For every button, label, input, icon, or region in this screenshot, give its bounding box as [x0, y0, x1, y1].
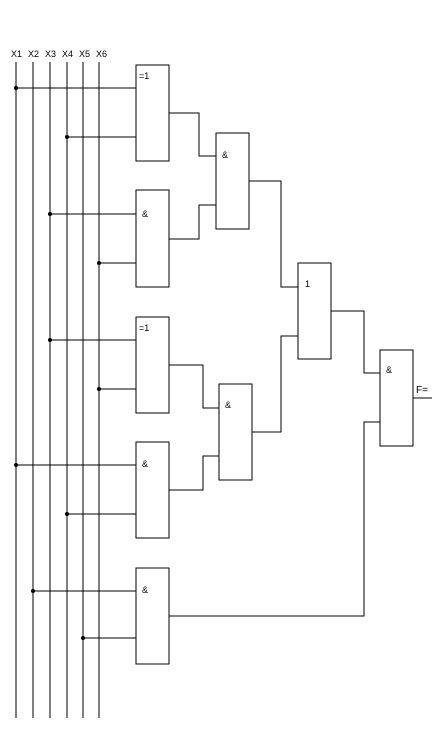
gate-3-label: & [222, 150, 228, 160]
gate-2-label: & [142, 209, 148, 219]
gate-9-label: & [386, 365, 392, 375]
wire-g2-g3 [169, 204, 216, 240]
junction-dot [48, 212, 52, 216]
junction-dot [14, 463, 18, 467]
gate-3: & [215, 132, 250, 230]
junction-dot [31, 589, 35, 593]
junction-dot [81, 636, 85, 640]
gate-1-label: =1 [139, 71, 149, 81]
gate-7: & [218, 383, 253, 481]
gate-5-label: & [142, 459, 148, 469]
gate-9: & [379, 349, 414, 447]
junction-dot [65, 512, 69, 516]
gate-7-label: & [225, 400, 231, 410]
wire-g4-g7 [169, 364, 219, 409]
junction-dot [65, 135, 69, 139]
gate-6-label: & [142, 585, 148, 595]
gate-8: 1 [297, 262, 332, 360]
gate-4-label: =1 [139, 323, 149, 333]
input-taps [16, 87, 136, 639]
junction-dot [97, 261, 101, 265]
input-bus [15, 62, 100, 718]
input-label-x2: X2 [28, 49, 39, 59]
wire-g1-g3 [169, 112, 216, 157]
output-label: F= [416, 385, 428, 396]
wire-g3-g8 [249, 180, 298, 288]
input-label-x6: X6 [96, 49, 107, 59]
gate-5: & [135, 441, 170, 539]
wire-g8-g9 [331, 310, 380, 374]
input-label-x5: X5 [79, 49, 90, 59]
wire-g6-g9 [169, 421, 380, 617]
junction-dots [14, 86, 101, 640]
input-labels: X1 X2 X3 X4 X5 X6 [11, 49, 107, 59]
gate-2: & [135, 189, 170, 288]
junction-dot [48, 338, 52, 342]
gate-6: & [135, 567, 170, 665]
wire-g5-g7 [169, 455, 219, 491]
input-label-x1: X1 [11, 49, 22, 59]
gate-1: =1 [135, 64, 170, 162]
input-label-x4: X4 [62, 49, 73, 59]
input-label-x3: X3 [45, 49, 56, 59]
junction-dot [97, 387, 101, 391]
gate-4: =1 [135, 316, 170, 414]
wire-g7-g8 [252, 335, 298, 433]
junction-dot [14, 86, 18, 90]
gate-8-label: 1 [305, 279, 310, 289]
inter-gate-wires [169, 112, 432, 617]
